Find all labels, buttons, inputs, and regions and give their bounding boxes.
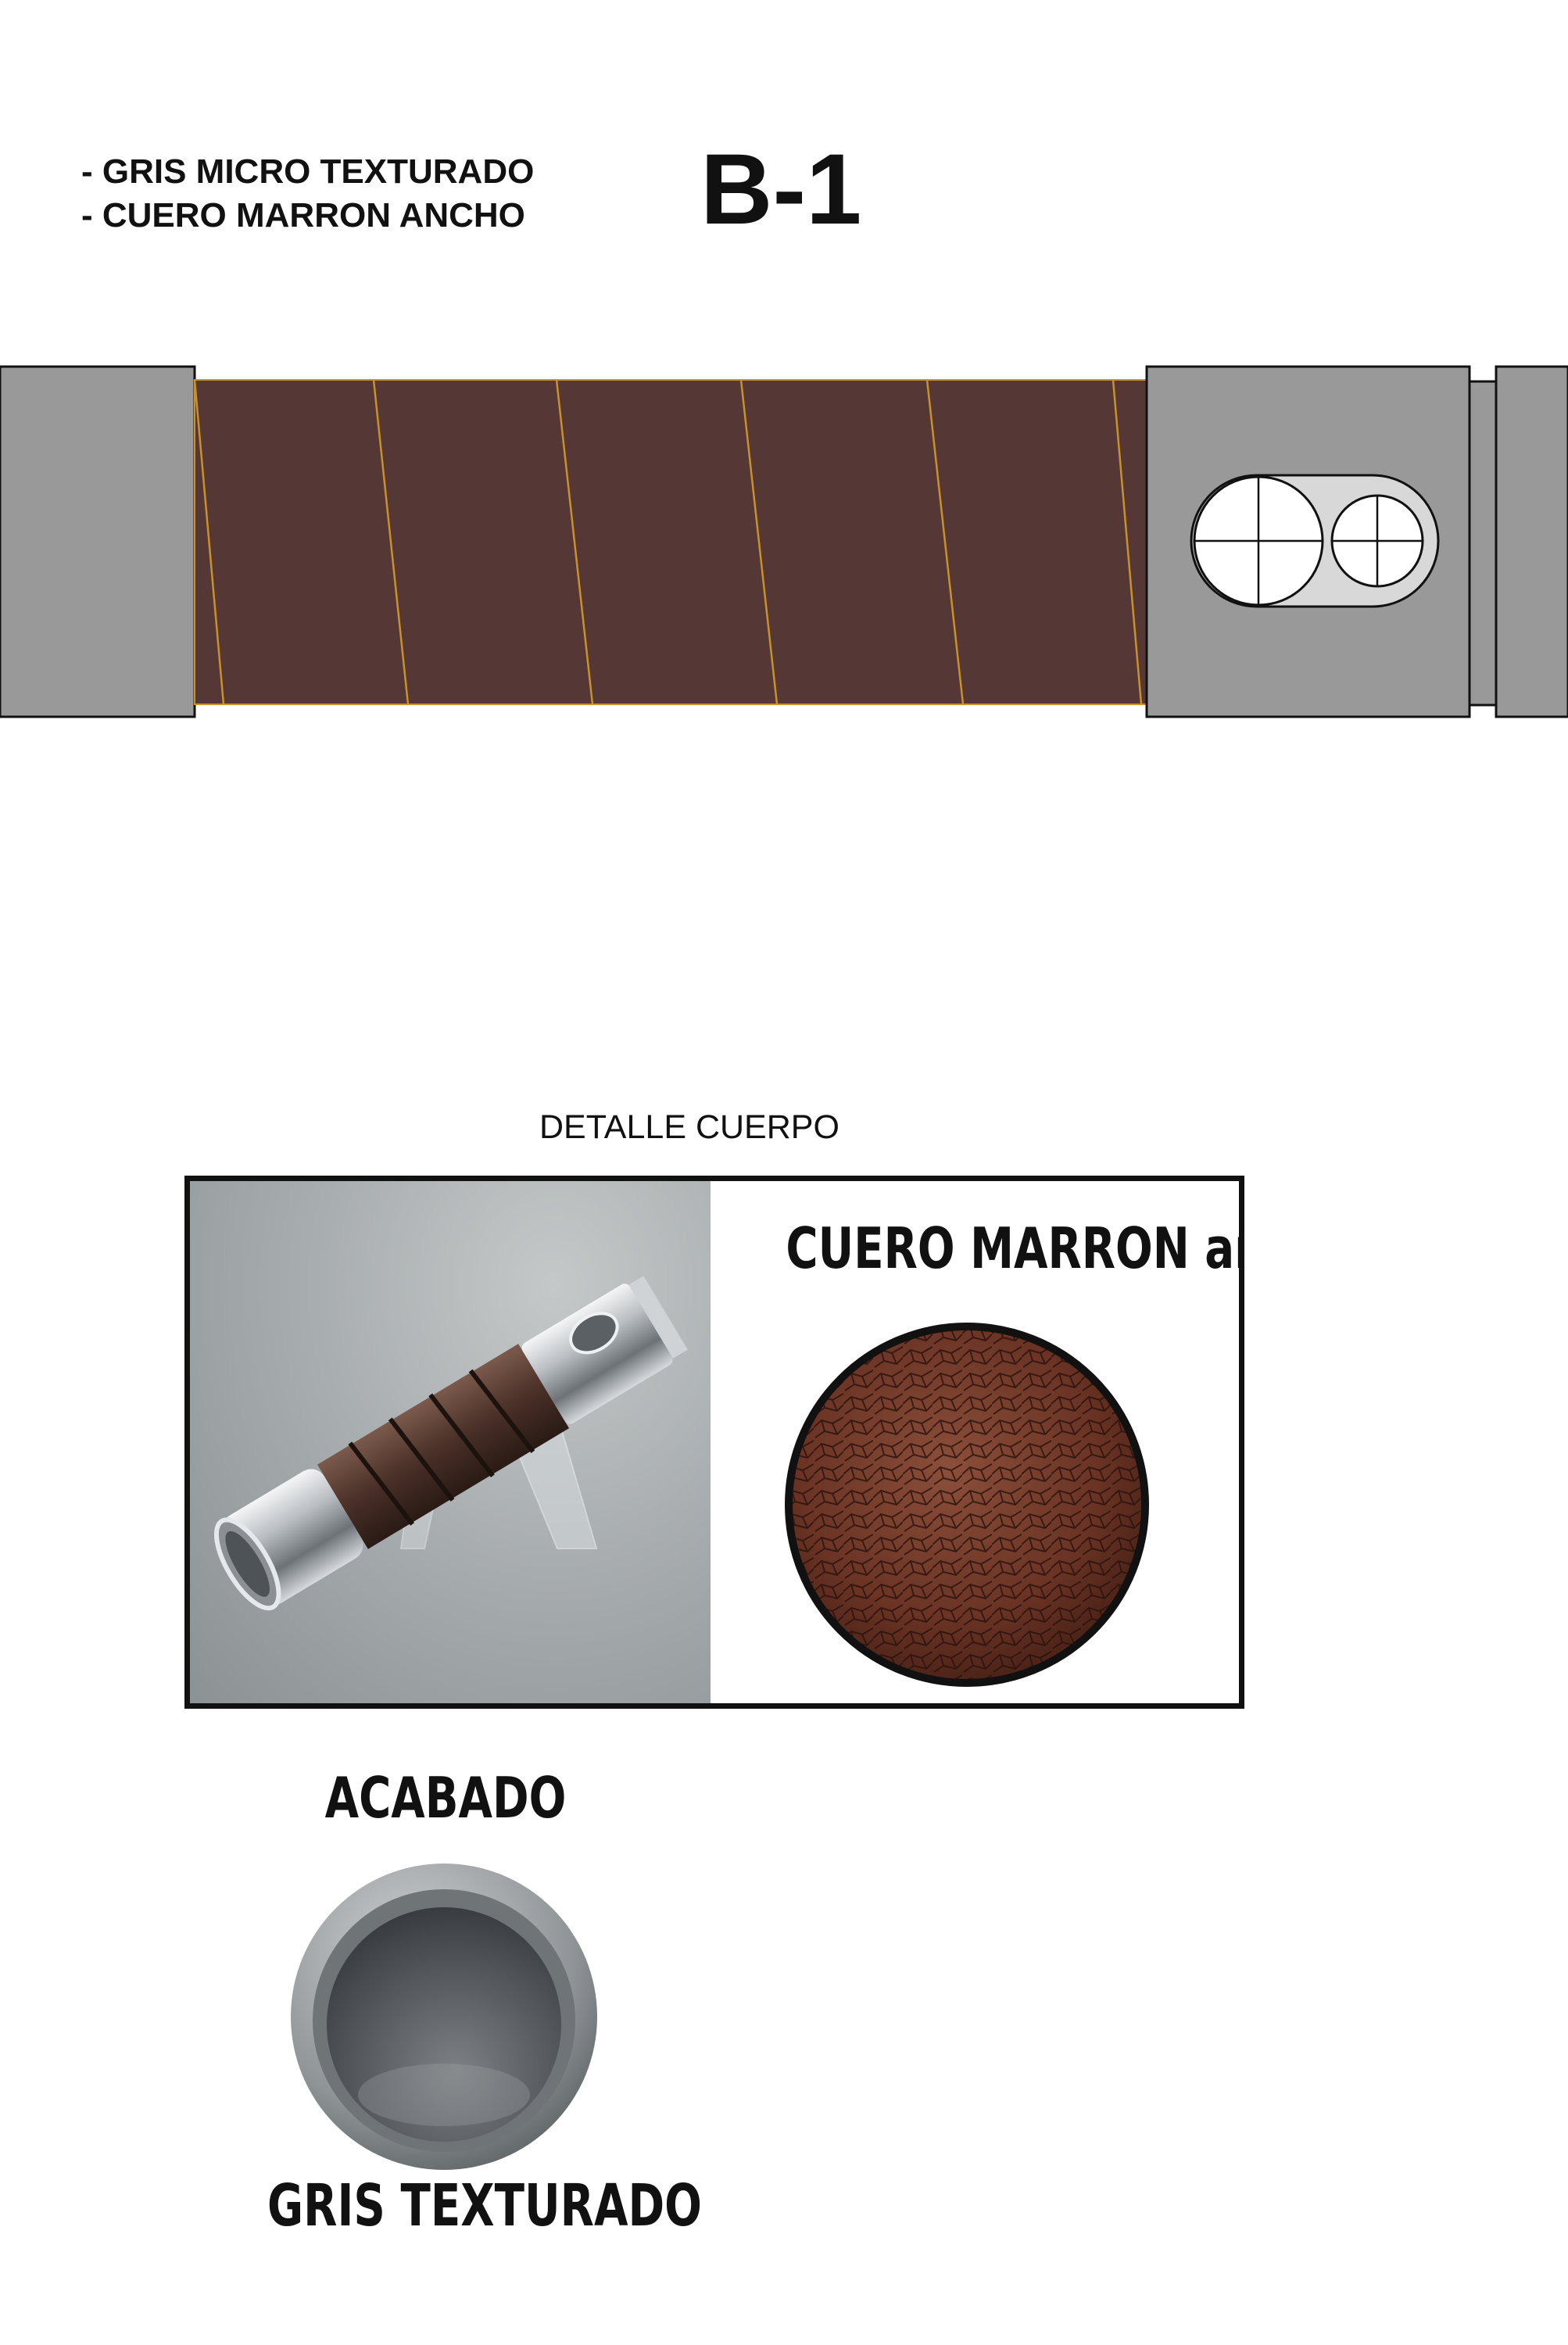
finish-swatch <box>291 1863 597 2170</box>
hilt-photo <box>190 1181 711 1703</box>
spec-list: - GRIS MICRO TEXTURADO - CUERO MARRON AN… <box>81 150 534 238</box>
detail-section-title: DETALLE CUERPO <box>539 1108 839 1146</box>
spec-line-finish: - GRIS MICRO TEXTURADO <box>81 152 535 191</box>
leather-swatch <box>785 1323 1149 1687</box>
hilt-photo-illustration <box>213 1276 688 1611</box>
hilt-drawing <box>0 365 1568 718</box>
hilt-end-cap <box>1495 365 1568 718</box>
hilt-narrow-ring <box>1468 380 1498 707</box>
hilt-window <box>1190 474 1440 608</box>
model-code: B-1 <box>700 134 862 245</box>
hilt-left-cap <box>0 365 196 718</box>
finish-title: ACABADO <box>324 1765 567 1831</box>
spec-line-leather: - CUERO MARRON ANCHO <box>81 196 525 234</box>
hilt-leather-body <box>194 379 1147 705</box>
hilt-wrap-lines <box>193 379 1143 705</box>
detail-panel: CUERO MARRON ancho <box>184 1176 1244 1709</box>
finish-name: GRIS TEXTURADO <box>267 2172 702 2239</box>
material-label: CUERO MARRON ancho <box>786 1215 1239 1281</box>
